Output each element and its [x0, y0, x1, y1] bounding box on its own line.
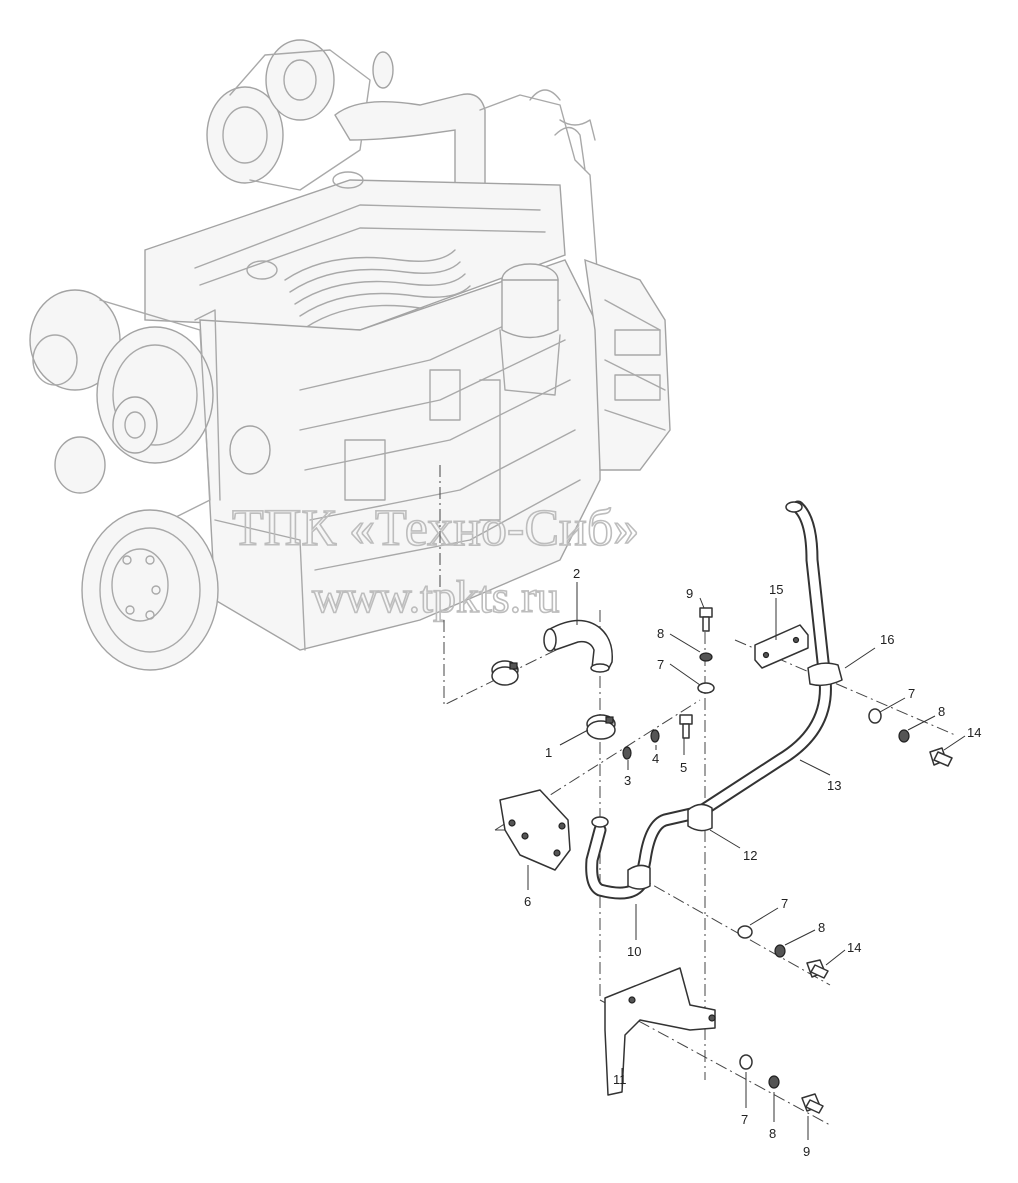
callout-14-middle: 14 — [847, 940, 861, 955]
callout-10: 10 — [627, 944, 641, 959]
bracket-15 — [754, 624, 809, 669]
bolt-9-bottom — [801, 1093, 824, 1114]
callout-4: 4 — [652, 751, 659, 766]
spring-washer-8-right — [898, 729, 910, 743]
callout-7-upper: 7 — [657, 657, 664, 672]
callout-2: 2 — [573, 566, 580, 581]
callout-6: 6 — [524, 894, 531, 909]
callout-7-bottom: 7 — [741, 1112, 748, 1127]
washer-7-right — [868, 708, 882, 724]
callout-9-bottom: 9 — [803, 1144, 810, 1159]
callout-14-right: 14 — [967, 725, 981, 740]
callout-8-upper: 8 — [657, 626, 664, 641]
pipe-clamp-10 — [627, 864, 651, 890]
callout-11: 11 — [613, 1072, 627, 1087]
callout-1: 1 — [545, 745, 552, 760]
pipe-clamp-12 — [687, 803, 713, 832]
washer-7-upper — [697, 682, 715, 694]
washer-7-bottom — [739, 1054, 753, 1070]
washer-7-middle — [737, 925, 753, 939]
pipe-13 — [587, 502, 830, 898]
callout-8-right: 8 — [938, 704, 945, 719]
callout-15: 15 — [769, 582, 783, 597]
watermark-url: www.tpkts.ru — [312, 571, 559, 622]
watermark: ТПК «Техно-Сиб» www.tpkts.ru — [231, 499, 640, 623]
callout-9-upper: 9 — [686, 586, 693, 601]
bolt-9-upper — [699, 607, 713, 632]
spring-washer-8-middle — [774, 944, 786, 958]
bracket-6 — [499, 789, 571, 871]
bolt-14-right — [929, 747, 953, 767]
hose-clamp-upper — [491, 660, 519, 686]
engine-illustration — [29, 39, 671, 671]
callout-5: 5 — [680, 760, 687, 775]
callout-13: 13 — [827, 778, 841, 793]
bolt-14-middle — [806, 959, 829, 979]
leader-lines — [527, 582, 966, 1140]
elbow-hose — [547, 619, 613, 671]
callout-12: 12 — [743, 848, 757, 863]
spring-washer-8-upper — [699, 652, 713, 662]
callout-7-right: 7 — [908, 686, 915, 701]
callout-16: 16 — [880, 632, 894, 647]
parts — [491, 500, 953, 1114]
pipe-clamp-16 — [807, 662, 843, 687]
bolt-5 — [679, 714, 693, 739]
hose-clamp-lower — [586, 714, 616, 740]
callout-8-middle: 8 — [818, 920, 825, 935]
callout-7-middle: 7 — [781, 896, 788, 911]
washer-3 — [622, 746, 632, 760]
callout-labels: 2 1 3 4 5 6 9 8 7 15 16 7 8 14 13 12 10 … — [524, 566, 981, 1159]
spring-washer-8-bottom — [768, 1075, 780, 1089]
callout-8-bottom: 8 — [769, 1126, 776, 1141]
callout-3: 3 — [624, 773, 631, 788]
spring-washer-4 — [650, 729, 660, 743]
watermark-company: ТПК «Техно-Сиб» — [232, 500, 639, 557]
